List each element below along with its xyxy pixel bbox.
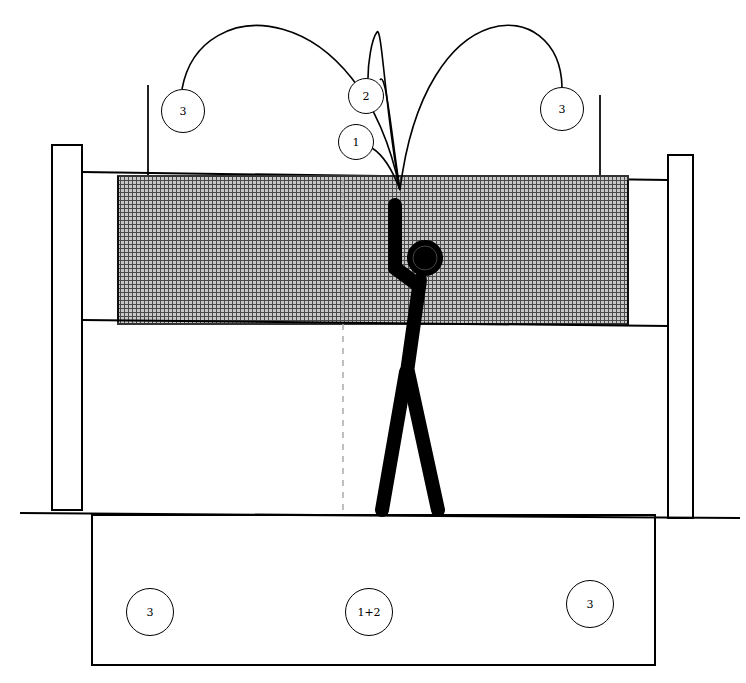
antenna [599,95,601,180]
trajectory [400,25,562,190]
callout-circle: 3 [566,580,614,628]
net-post [52,145,82,510]
net-mesh [118,176,628,324]
trajectory [182,26,400,190]
player-head-detail [413,246,437,270]
net-side [117,176,119,322]
callout-number: 3 [147,607,154,618]
callout-number: 1+2 [357,607,380,618]
net-bottom [82,320,668,326]
net-post [668,155,693,518]
callout-circle: 1+2 [345,588,393,636]
callout-number: 3 [587,599,594,610]
court-zone [92,515,655,665]
callout-number: 3 [180,106,187,117]
callout-circle: 3 [126,588,174,636]
callout-circle: 3 [161,89,205,133]
player-head [408,241,442,275]
callout-circle: 1 [338,124,374,160]
callout-number: 2 [363,91,370,102]
callout-circle: 3 [540,87,584,131]
callout-number: 1 [353,137,360,148]
trajectories [182,25,562,190]
center-line [342,180,344,510]
net-side [627,180,629,326]
trajectory [372,148,400,190]
antenna [147,85,149,175]
callout-number: 3 [559,104,566,115]
callout-circle: 2 [348,78,384,114]
